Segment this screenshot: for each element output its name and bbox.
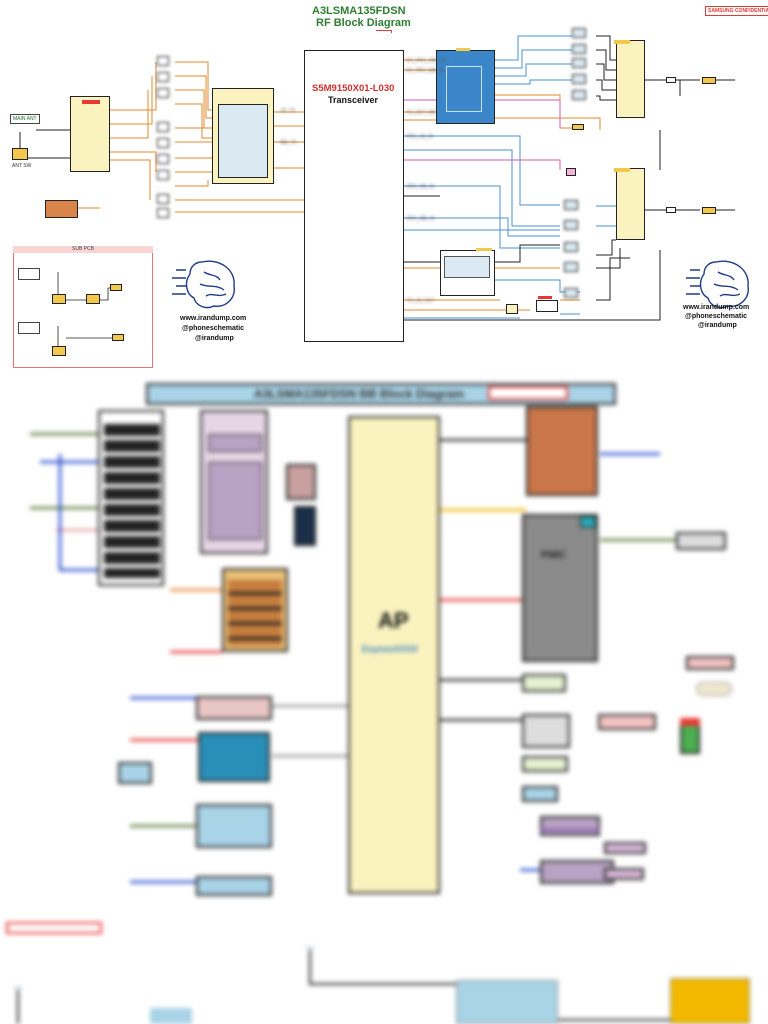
irandump-logo-right (686, 260, 749, 309)
watermark-url-right: www.irandump.com (683, 304, 750, 311)
transceiver-block (304, 50, 404, 342)
rf-title-line2: RF Block Diagram (316, 17, 411, 29)
filter-column-right-top (570, 22, 598, 122)
main-ant-label: MAIN ANT (10, 114, 40, 124)
sub-pcb-title: SUB PCB (72, 246, 94, 252)
filter-column-left (155, 52, 175, 220)
watermark-url-left: www.irandump.com (180, 315, 247, 322)
sub-pcb-wiring (57, 272, 112, 346)
ap-block (348, 416, 440, 894)
bb-title: A3LSMA135FDSN BB Block Diagram (254, 387, 465, 401)
pmic-block (522, 514, 598, 662)
title-red-mark (376, 30, 392, 33)
watermark-handle-left-1: @phoneschematic (182, 325, 245, 332)
sub-pcb-panel (13, 246, 153, 368)
antenna-icon (12, 148, 28, 160)
power-block (526, 406, 598, 496)
transceiver-part-number: S5M9150X01-L030 (312, 83, 395, 94)
bottom-partial-diagram (0, 920, 768, 1024)
rf-wiring (19, 35, 735, 321)
ap-label: AP (378, 608, 409, 633)
irandump-logo-left (172, 260, 235, 309)
pmic-label: PMIC (541, 550, 566, 561)
watermark-handle-right-2: @irandump (698, 322, 737, 329)
antenna-switch-top (616, 40, 645, 118)
apt-module (45, 200, 78, 218)
filter-column-right-bottom (560, 196, 596, 306)
watermark-handle-left-2: @irandump (195, 335, 234, 342)
antenna-switch-bottom (616, 168, 645, 240)
confidential-label: SAMSUNG CONFIDENTIAL (705, 6, 768, 16)
transceiver-label: Transceiver (328, 95, 379, 105)
bb-block-diagram: A3LSMA135FDSN BB Block Diagram AP Exynos… (0, 370, 768, 930)
watermark-handle-right-1: @phoneschematic (685, 313, 748, 320)
rf-title-line1: A3LSMA135FDSN (312, 5, 406, 17)
antenna-switch-block (70, 96, 110, 172)
